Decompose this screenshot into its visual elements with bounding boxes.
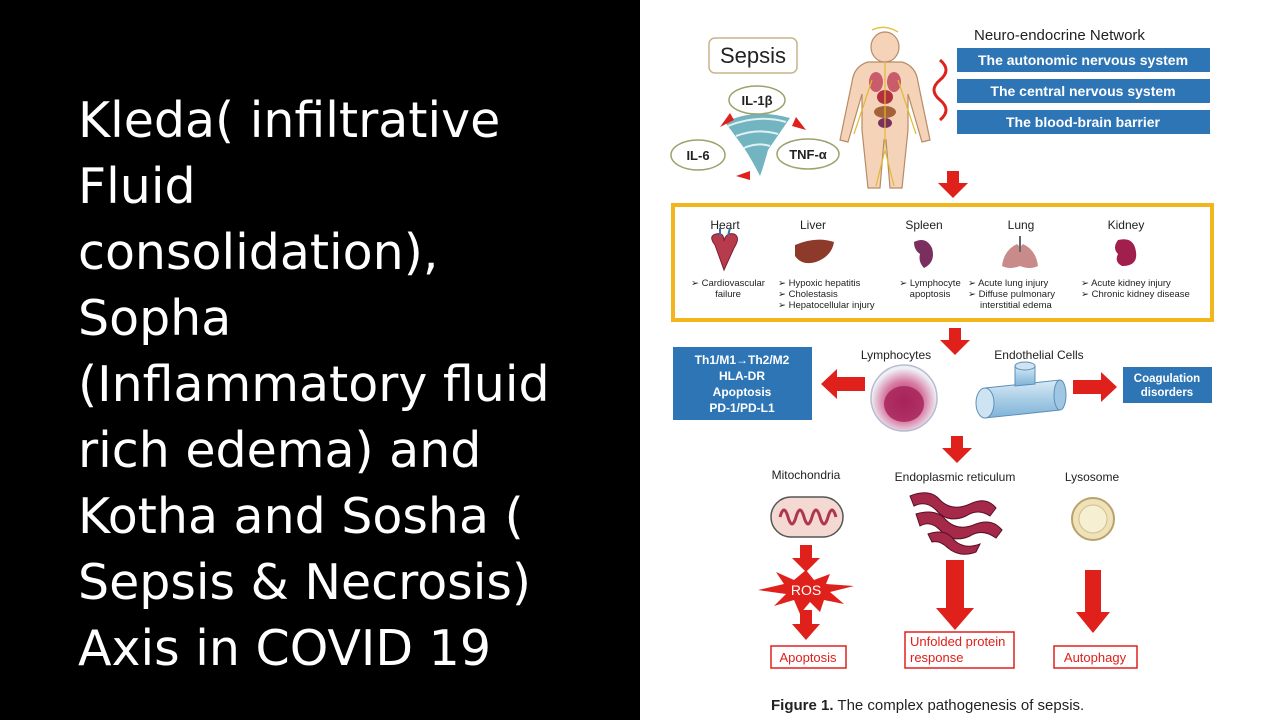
lung-icon [1002,236,1038,268]
arrow-ros-to-apoptosis [792,610,820,640]
arrow-to-organs [938,171,968,198]
lymphocyte-nucleus-icon [884,386,924,422]
il6-bubble [670,139,726,171]
il1b-label: IL-1β [741,93,772,108]
arrow-er-to-upr [936,560,974,630]
arrow-mito-to-ros [792,545,820,572]
figure-caption: Figure 1. The complex pathogenesis of se… [771,697,1084,714]
organ-effect: ➢ Acute kidney injury [1081,278,1171,289]
network-item-box [957,48,1210,72]
feedback-arrow [932,58,948,122]
organ-name: Heart [710,218,740,232]
sepsis-label-box [708,37,798,74]
organ-effect: interstitial edema [980,300,1053,311]
organ-name: Kidney [1108,218,1145,232]
organ-name: Lung [1008,218,1035,232]
caption-label: Figure 1. [771,697,834,714]
upr-box [904,631,1015,669]
tnfa-bubble [776,138,840,170]
network-item: The blood-brain barrier [1006,114,1161,130]
mitochondria-icon [770,496,844,538]
cytokine-cycle-arrows [720,113,806,180]
title-panel: Kleda( infiltrative Fluid consolidation)… [0,0,640,720]
il6-label: IL-6 [686,148,709,163]
immune-item: Apoptosis [713,385,772,399]
autophagy-outcome: Autophagy [1064,650,1127,665]
internal-organs-icon [853,26,917,187]
lysosome-label: Lysosome [1065,470,1120,484]
apoptosis-box [770,645,847,669]
heart-icon [711,227,738,272]
sepsis-pathogenesis-figure: Sepsis IL-1β IL-6 TNF-α [670,26,1214,669]
network-title: Neuro-endocrine Network [974,27,1145,44]
organ-name: Spleen [905,218,942,232]
mitochondria-label: Mitochondria [772,468,841,482]
figure-panel: Sepsis IL-1β IL-6 TNF-α [640,0,1280,720]
arrow-to-cells [940,328,970,355]
immune-item: PD-1/PD-L1 [709,401,775,415]
immune-box [673,347,812,420]
organ-effect: ➢ Lymphocyte [899,278,960,289]
il1b-bubble [728,85,786,115]
coagulation-line: Coagulation [1134,373,1200,385]
arrow-lysosome-to-autophagy [1076,570,1110,633]
organ-effect: ➢ Cholestasis [778,289,838,300]
organ-effect: ➢ Diffuse pulmonary [968,289,1055,300]
kidney-icon [1115,239,1137,266]
network-item: The central nervous system [990,83,1175,99]
immune-item: HLA-DR [719,369,765,383]
lymphocytes-label: Lymphocytes [861,348,931,362]
upr-outcome-line2: response [910,650,963,665]
upr-outcome-line1: Unfolded protein [910,634,1005,649]
sepsis-label: Sepsis [720,43,786,68]
coagulation-line: disorders [1141,387,1193,399]
network-item: The autonomic nervous system [978,52,1188,68]
immune-item: Th1/M1→Th2/M2 [695,353,790,367]
endothelial-label: Endothelial Cells [994,348,1083,362]
arrow-to-immune [821,369,865,399]
organ-effect: ➢ Hypoxic hepatitis [778,278,861,289]
tnfa-label: TNF-α [789,147,827,162]
liver-icon [795,239,834,264]
organ-effect: ➢ Cardiovascular [691,278,765,289]
organ-effect: ➢ Chronic kidney disease [1081,289,1190,300]
spleen-icon [914,240,933,268]
ros-burst-icon [758,570,854,614]
organ-effect: failure [715,289,741,300]
network-item-box [957,79,1210,103]
organ-effect: ➢ Acute lung injury [968,278,1049,289]
arrow-to-organelles [942,436,972,463]
cytokine-storm-icon [725,113,790,176]
coagulation-box [1123,367,1212,403]
organ-effect: apoptosis [910,289,951,300]
coagulation-text: Coagulation disorders [1134,373,1200,399]
organ-effect: ➢ Hepatocellular injury [778,300,875,311]
er-label: Endoplasmic reticulum [895,470,1016,484]
arrow-to-coagulation [1073,372,1117,402]
slide-title: Kleda( infiltrative Fluid consolidation)… [78,92,550,677]
lysosome-icon [1071,497,1115,541]
caption-text: The complex pathogenesis of sepsis. [833,697,1085,714]
network-item-box [957,110,1210,134]
er-icon [909,492,1003,555]
endothelial-vessel-icon [975,361,1067,419]
organ-name: Liver [800,218,826,232]
ros-label: ROS [791,582,821,598]
autophagy-box [1053,645,1138,669]
apoptosis-outcome: Apoptosis [779,650,837,665]
